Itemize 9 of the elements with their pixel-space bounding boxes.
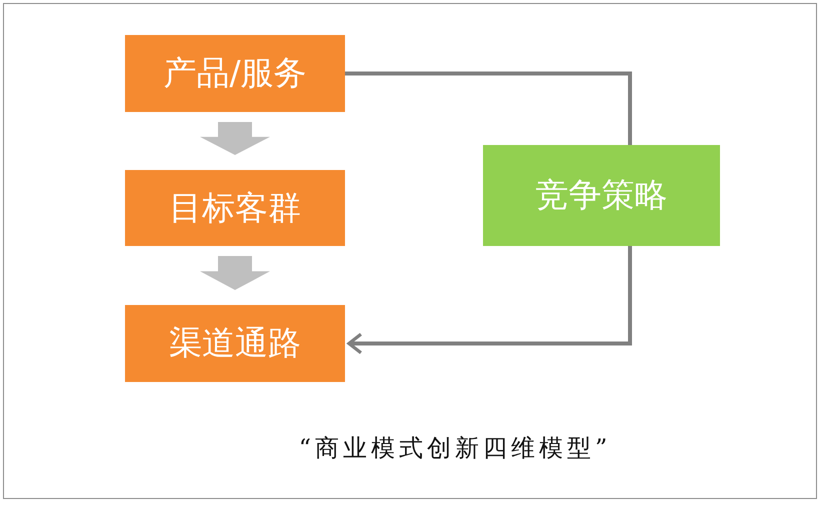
process-box: 竞争策略: [483, 145, 720, 246]
block-arrow: [200, 256, 270, 290]
process-box: 产品/服务: [125, 35, 345, 112]
connector-line: [345, 72, 632, 145]
arrow: [347, 246, 632, 354]
caption: “商业模式创新四维模型”: [298, 433, 612, 464]
process-box: 渠道通路: [125, 305, 345, 382]
process-box: 目标客群: [125, 170, 345, 246]
block-arrow: [200, 122, 270, 155]
